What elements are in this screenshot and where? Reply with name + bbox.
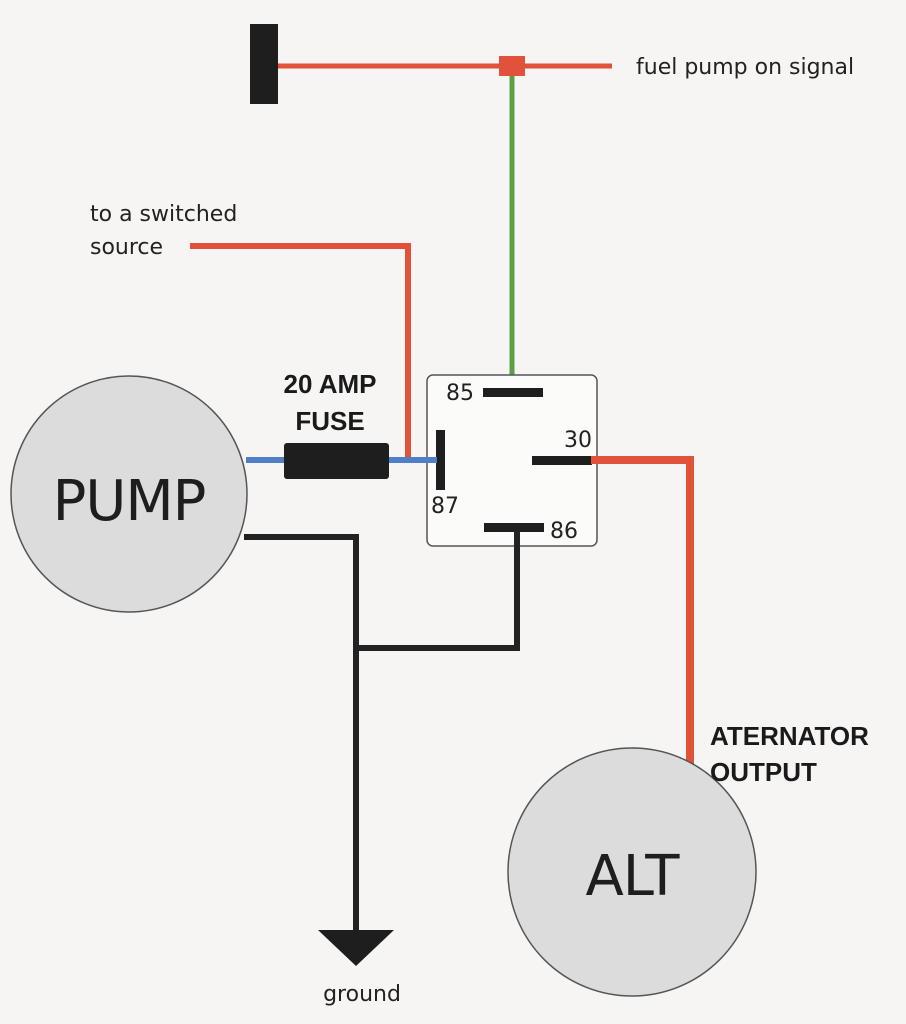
switched-source-label-line1: to a switched — [90, 202, 237, 227]
fuse-label-line1: 20 AMP — [284, 369, 377, 399]
ground-label: ground — [323, 982, 401, 1007]
relay-pin-87-label: 87 — [431, 494, 459, 519]
alternator-label: ALT — [585, 844, 680, 909]
relay-pin-86-label: 86 — [550, 519, 578, 544]
pump-ground-wire-black — [244, 534, 359, 932]
relay-pin-86-contact — [484, 523, 544, 532]
alternator-circle — [507, 747, 757, 997]
fuse-label-line2: FUSE — [295, 406, 364, 436]
relay-pin-30-label: 30 — [564, 428, 592, 453]
relay-86-ground-wire-black — [356, 530, 520, 651]
alternator-output-wire-red — [591, 456, 694, 768]
relay-pin-30-contact — [532, 456, 592, 465]
pump-label: PUMP — [53, 469, 206, 534]
fuel-pump-signal-label: fuel pump on signal — [636, 55, 854, 80]
alternator-output-label-line2: OUTPUT — [710, 757, 817, 787]
ground-arrow-icon — [318, 930, 394, 966]
switched-source-label-line2: source — [90, 235, 163, 260]
switched-source-wire-red — [190, 243, 411, 458]
fuse-20-amp — [284, 443, 389, 479]
relay-pin-87-contact — [436, 430, 445, 490]
signal-terminal-block — [250, 24, 278, 104]
relay-pin-85-label: 85 — [446, 381, 474, 406]
relay-pin-85-contact — [483, 388, 543, 397]
pump-circle — [10, 375, 248, 613]
alternator-output-label-line1: ATERNATOR — [710, 721, 869, 751]
signal-splice-junction — [499, 56, 525, 76]
